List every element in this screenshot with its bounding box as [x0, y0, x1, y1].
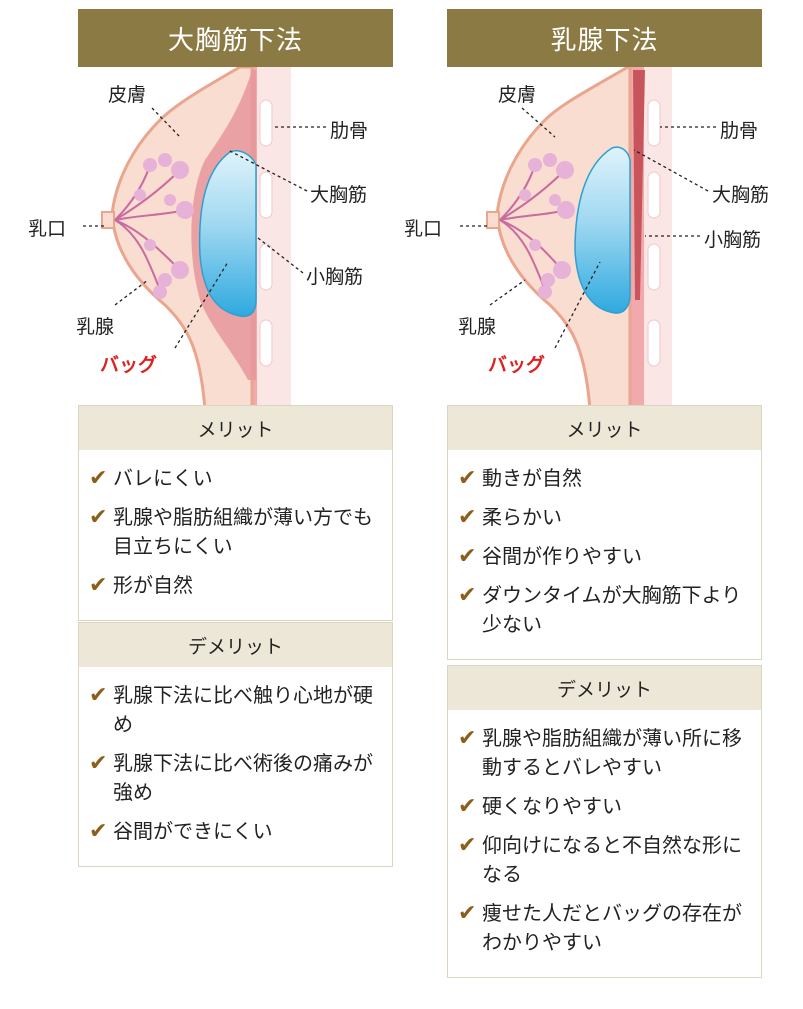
right-merit-item-text: 柔らかい	[482, 505, 562, 529]
check-icon: ✔	[458, 794, 477, 819]
right-demerit-item-text: 硬くなりやすい	[482, 794, 622, 818]
right-demerit-item: ✔痩せた人だとバッグの存在がわかりやすい	[458, 899, 751, 957]
right-mammary-label: 乳腺	[458, 316, 497, 338]
right-demerit-heading: デメリット	[448, 666, 761, 710]
right-rib-label: 肋骨	[720, 120, 759, 142]
right-demerit-item-text: 痩せた人だとバッグの存在がわかりやすい	[482, 901, 742, 954]
left-demerit-item-text: 乳腺下法に比べ触り心地が硬め	[113, 683, 373, 736]
right-demerit-item-text: 仰向けになると不自然な形になる	[482, 833, 742, 886]
right-demerit-item: ✔硬くなりやすい	[458, 792, 751, 821]
check-icon: ✔	[89, 751, 108, 776]
right-title-banner: 乳腺下法	[447, 9, 762, 67]
check-icon: ✔	[89, 683, 108, 708]
left-merit-item-text: 形が自然	[113, 573, 193, 597]
check-icon: ✔	[458, 726, 477, 751]
left-merit-heading: メリット	[79, 406, 392, 450]
left-demerit-item-text: 谷間ができにくい	[113, 819, 273, 843]
left-pec-major-label: 大胸筋	[310, 184, 368, 206]
right-pec-minor-label: 小胸筋	[704, 229, 762, 251]
left-demerit-item: ✔乳腺下法に比べ術後の痛みが強め	[89, 749, 382, 807]
check-icon: ✔	[458, 833, 477, 858]
check-icon: ✔	[89, 573, 108, 598]
left-demerit-item-text: 乳腺下法に比べ術後の痛みが強め	[113, 751, 373, 804]
right-demerit-list: ✔乳腺や脂肪組織が薄い所に移動するとバレやすい✔硬くなりやすい✔仰向けになると不…	[448, 710, 761, 977]
left-mammary-label: 乳腺	[76, 316, 115, 338]
left-diagram	[83, 65, 326, 410]
right-merit-item-text: ダウンタイムが大胸筋下より少ない	[482, 583, 742, 636]
right-pec-major-label: 大胸筋	[712, 184, 770, 206]
check-icon: ✔	[89, 505, 108, 530]
left-merit-item-text: 乳腺や脂肪組織が薄い方でも目立ちにくい	[113, 505, 373, 558]
right-merit-heading: メリット	[448, 406, 761, 450]
left-merit-item: ✔バレにくい	[89, 464, 382, 493]
left-demerit-item: ✔乳腺下法に比べ触り心地が硬め	[89, 681, 382, 739]
right-merit-item: ✔柔らかい	[458, 503, 751, 532]
right-skin-label: 皮膚	[498, 84, 537, 106]
left-demerit-panel: デメリット ✔乳腺下法に比べ触り心地が硬め✔乳腺下法に比べ術後の痛みが強め✔谷間…	[78, 622, 393, 867]
right-bag-label: バッグ	[488, 354, 546, 376]
breast-implant-diagrams	[83, 65, 716, 410]
left-merit-panel: メリット ✔バレにくい✔乳腺や脂肪組織が薄い方でも目立ちにくい✔形が自然	[78, 405, 393, 621]
right-merit-item: ✔動きが自然	[458, 464, 751, 493]
left-merit-item: ✔乳腺や脂肪組織が薄い方でも目立ちにくい	[89, 503, 382, 561]
right-merit-item: ✔谷間が作りやすい	[458, 542, 751, 571]
left-demerit-list: ✔乳腺下法に比べ触り心地が硬め✔乳腺下法に比べ術後の痛みが強め✔谷間ができにくい	[79, 667, 392, 866]
check-icon: ✔	[458, 466, 477, 491]
left-bag-label: バッグ	[100, 354, 158, 376]
left-merit-item: ✔形が自然	[89, 571, 382, 600]
right-merit-panel: メリット ✔動きが自然✔柔らかい✔谷間が作りやすい✔ダウンタイムが大胸筋下より少…	[447, 405, 762, 660]
left-merit-item-text: バレにくい	[113, 466, 213, 490]
left-demerit-item: ✔谷間ができにくい	[89, 817, 382, 846]
left-demerit-heading: デメリット	[79, 623, 392, 667]
left-pec-minor-label: 小胸筋	[306, 266, 364, 288]
check-icon: ✔	[458, 505, 477, 530]
right-nipple-label: 乳口	[404, 218, 443, 240]
right-diagram	[460, 65, 716, 410]
check-icon: ✔	[458, 583, 477, 608]
right-demerit-item: ✔仰向けになると不自然な形になる	[458, 831, 751, 889]
right-demerit-panel: デメリット ✔乳腺や脂肪組織が薄い所に移動するとバレやすい✔硬くなりやすい✔仰向…	[447, 665, 762, 978]
left-title-banner: 大胸筋下法	[78, 9, 393, 67]
check-icon: ✔	[458, 544, 477, 569]
right-merit-item-text: 動きが自然	[482, 466, 582, 490]
right-merit-item-text: 谷間が作りやすい	[482, 544, 642, 568]
left-merit-list: ✔バレにくい✔乳腺や脂肪組織が薄い方でも目立ちにくい✔形が自然	[79, 450, 392, 620]
right-merit-list: ✔動きが自然✔柔らかい✔谷間が作りやすい✔ダウンタイムが大胸筋下より少ない	[448, 450, 761, 659]
left-nipple-label: 乳口	[28, 218, 67, 240]
left-rib-label: 肋骨	[330, 120, 369, 142]
check-icon: ✔	[458, 901, 477, 926]
right-demerit-item: ✔乳腺や脂肪組織が薄い所に移動するとバレやすい	[458, 724, 751, 782]
check-icon: ✔	[89, 466, 108, 491]
left-skin-label: 皮膚	[108, 84, 147, 106]
right-merit-item: ✔ダウンタイムが大胸筋下より少ない	[458, 581, 751, 639]
check-icon: ✔	[89, 819, 108, 844]
right-demerit-item-text: 乳腺や脂肪組織が薄い所に移動するとバレやすい	[482, 726, 742, 779]
